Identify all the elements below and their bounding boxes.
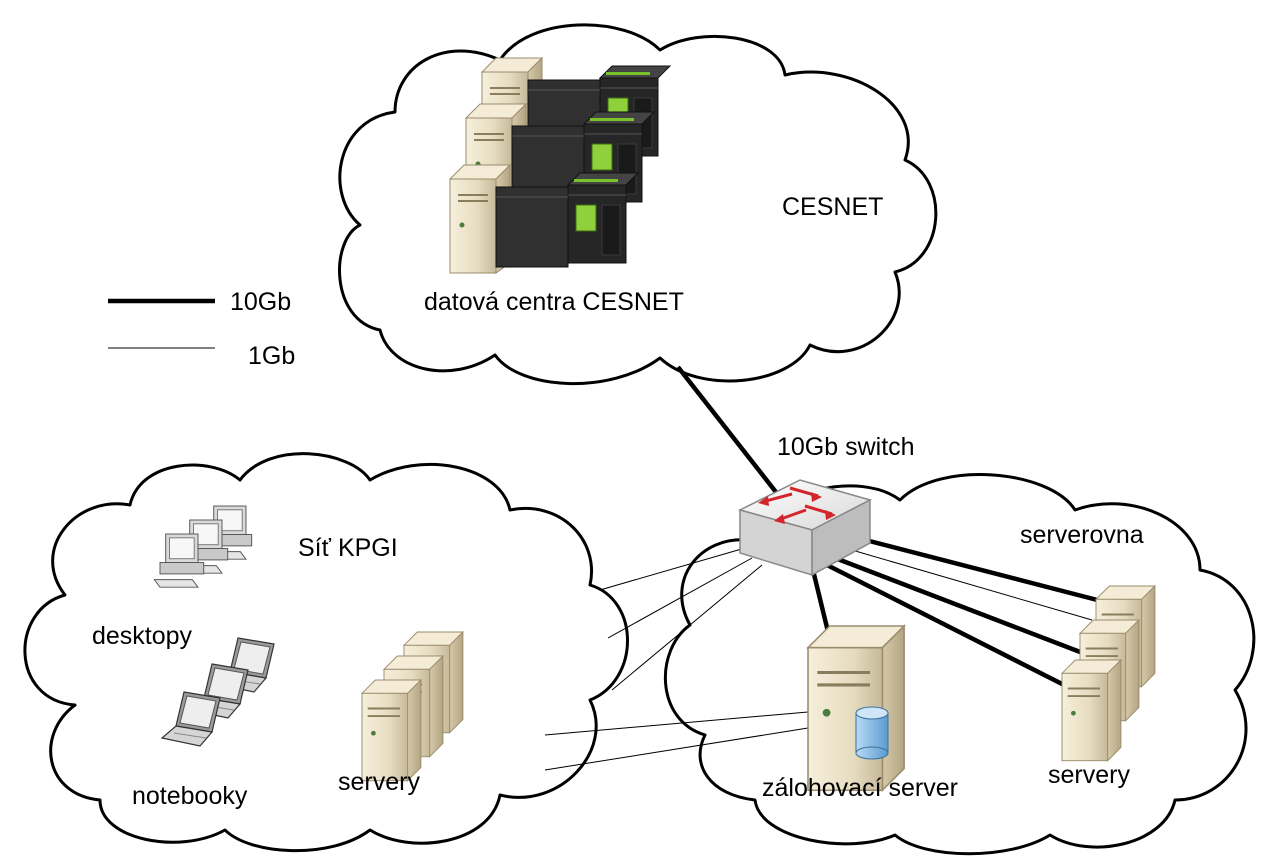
legend-thin-label: 1Gb	[248, 342, 295, 370]
link-switch-server-1	[849, 533, 1106, 605]
desktops-label: desktopy	[92, 622, 193, 650]
link-kpgi-switch-3	[611, 564, 763, 691]
switch-label: 10Gb switch	[777, 433, 915, 461]
links	[544, 365, 1106, 771]
database-icon	[855, 706, 889, 760]
link-switch-server-3	[823, 561, 1072, 691]
backup-server-icon	[806, 624, 906, 792]
legend: 10Gb 1Gb	[108, 288, 295, 370]
datacenter-label: datová centra CESNET	[424, 288, 684, 316]
serverovna-servers-label: servery	[1048, 761, 1130, 789]
server-rack-icon	[361, 679, 422, 782]
link-kpgi-switch-1	[599, 547, 746, 591]
notebooks-label: notebooky	[132, 782, 248, 810]
cesnet-title: CESNET	[782, 193, 883, 221]
cloud-kpgi	[23, 452, 629, 853]
link-cesnet-switch	[676, 365, 792, 512]
server-rack-icon	[1061, 659, 1122, 762]
legend-thick-label: 10Gb	[230, 288, 291, 316]
network-switch-icon	[737, 479, 873, 577]
link-switch-server-1-thin	[844, 547, 1093, 621]
kpgi-title: Síť KPGI	[298, 534, 398, 562]
link-kpgi-switch-2	[607, 557, 753, 639]
link-kpgi-backup-1	[544, 711, 809, 736]
link-kpgi-backup-2	[544, 727, 809, 771]
backup-server-label: zálohovací server	[762, 774, 958, 802]
serverovna-title: serverovna	[1020, 521, 1144, 549]
link-switch-server-2	[834, 555, 1089, 658]
kpgi-servers-label: servery	[338, 768, 420, 796]
